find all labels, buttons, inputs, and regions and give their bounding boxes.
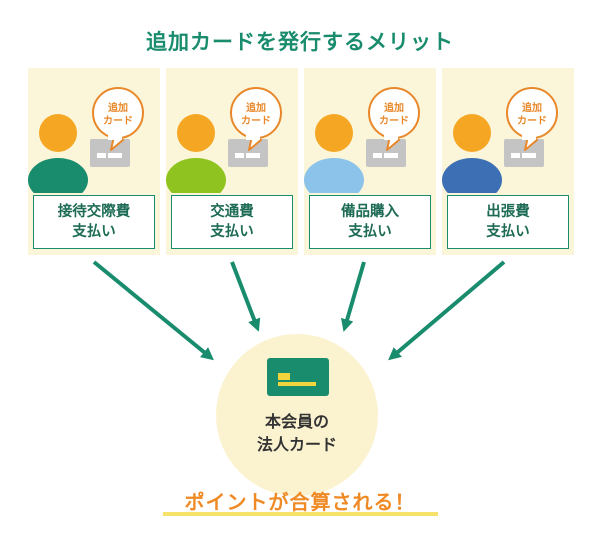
merit-label-line2: 支払い [486,224,530,240]
highlight-underline [163,512,438,516]
merit-label: 接待交際費 支払い [33,195,155,249]
merit-label-line1: 交通費 [210,204,254,220]
bubble-line2: カード [103,115,133,127]
user-with-card-illustration: 追加 カード [304,87,420,193]
user-with-card-illustration: 追加 カード [28,87,144,193]
center-label-line2: 法人カード [256,435,337,454]
bubble-line2: カード [379,115,409,127]
merit-label-line2: 支払い [72,224,116,240]
bubble-line2: カード [517,115,547,127]
center-label-line1: 本会員の [264,412,329,431]
points-combined-message: ポイントが合算される！ [184,490,416,514]
bubble-line2: カード [241,115,271,127]
merit-card-entertainment: 追加 カード 接待交際費 支払い [28,68,160,255]
bubble-line1: 追加 [522,101,542,114]
arrow-trip-to-card [388,260,506,361]
merit-label-line1: 接待交際費 [57,204,131,220]
corporate-card-label: 本会員の 法人カード [216,410,378,456]
merit-card-transport: 追加 カード 交通費 支払い [166,68,298,255]
merit-label-line2: 支払い [210,224,254,240]
person-head-icon [315,114,353,152]
bubble-line1: 追加 [108,101,128,114]
merit-card-supplies: 追加 カード 備品購入 支払い [304,68,436,255]
merit-label-line1: 出張費 [486,204,530,220]
corporate-card-icon [267,358,329,396]
merit-label: 交通費 支払い [171,195,293,249]
merit-label: 出張費 支払い [447,195,569,249]
merit-label: 備品購入 支払い [309,195,431,249]
bubble-line1: 追加 [246,101,266,114]
person-head-icon [453,114,491,152]
merit-card-business-trip: 追加 カード 出張費 支払い [442,68,574,255]
user-with-card-illustration: 追加 カード [442,87,558,193]
bubble-line1: 追加 [384,101,404,114]
person-head-icon [39,114,77,152]
person-head-icon [177,114,215,152]
page-title: 追加カードを発行するメリット [146,30,454,54]
person-body-icon [28,158,88,193]
merit-label-line2: 支払い [348,224,392,240]
arrow-supplies-to-card [341,261,366,332]
person-body-icon [442,158,502,193]
person-body-icon [166,158,226,193]
arrow-entertainment-to-card [92,260,214,361]
merit-label-line1: 備品購入 [341,204,399,220]
user-with-card-illustration: 追加 カード [166,87,282,193]
arrow-transport-to-card [230,261,261,332]
person-body-icon [304,158,364,193]
